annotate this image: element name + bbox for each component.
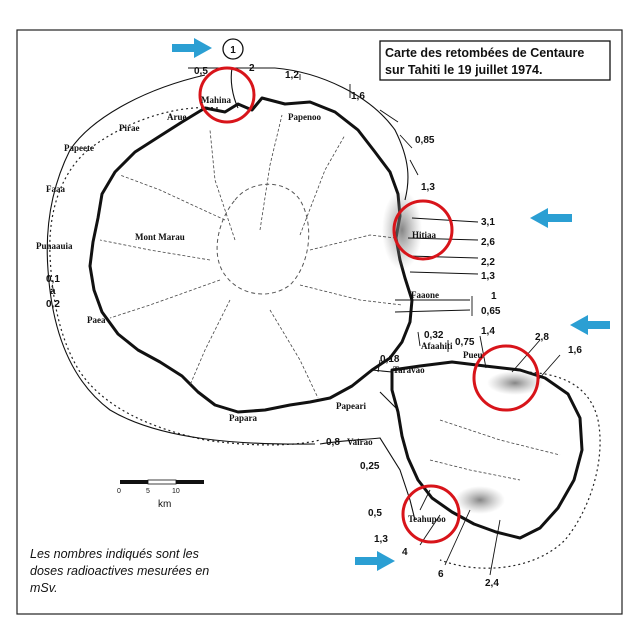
marker-circle	[222, 38, 244, 60]
dose-label: 0,18	[380, 354, 400, 365]
place-faaone: Faaone	[411, 290, 439, 300]
dose-label: 1,3	[421, 182, 435, 193]
river-network	[99, 114, 561, 481]
scale-tick: 10	[172, 488, 180, 495]
measurement-tracks	[46, 67, 561, 576]
place-paea: Paea	[87, 315, 106, 325]
scale-unit: km	[158, 499, 171, 510]
highlight-pueu	[472, 344, 540, 412]
highlight-mahina	[198, 66, 256, 124]
place-hitiaa: Hitiaa	[412, 230, 436, 240]
dose-label: 0,5	[368, 508, 382, 519]
place-mahina: Mahina	[201, 95, 232, 105]
place-afaahiti: Afaahiti	[421, 341, 453, 351]
dose-label: 0,85	[415, 135, 435, 146]
dose-label: 0,75	[455, 337, 475, 348]
dose-label: 1,6	[351, 91, 365, 102]
dose-label: 2,4	[485, 578, 499, 589]
fallout-shade-hitiaa	[382, 190, 422, 270]
arrow-icon-hitiaa	[530, 208, 572, 228]
map-frame	[16, 29, 623, 615]
dose-label: 1	[491, 291, 497, 302]
tahiti-iti-peninsula	[390, 360, 584, 540]
highlight-teahupoo	[401, 484, 461, 544]
arrow-icon-north	[172, 38, 212, 58]
scale-tick: 0	[117, 488, 121, 495]
arrow-icon-pueu	[570, 315, 610, 335]
place-teahupoo: Teahupoo	[408, 514, 446, 524]
dose-label: 2	[249, 63, 255, 74]
dose-label: à	[50, 286, 56, 297]
dose-label: 1,3	[481, 271, 495, 282]
dose-label: 2,6	[481, 237, 495, 248]
central-caldera	[216, 183, 310, 295]
fallout-shade-south	[455, 486, 505, 514]
dose-label: 1,3	[374, 534, 388, 545]
place-papenoo: Papenoo	[288, 112, 322, 122]
dose-label: 0,5	[194, 66, 208, 77]
dose-label: 1,4	[481, 326, 495, 337]
reef-line-nui	[49, 106, 321, 446]
place-papeete: Papeete	[64, 143, 94, 153]
place-pirae: Pirae	[119, 123, 140, 133]
place-arue: Arue	[167, 112, 187, 122]
note-line3: mSv.	[30, 581, 58, 595]
dose-label: 4	[402, 547, 408, 558]
dose-label: 0,8	[326, 437, 340, 448]
dose-label: 3,1	[481, 217, 495, 228]
dose-label: 1,6	[568, 345, 582, 356]
highlight-hitiaa	[392, 199, 454, 261]
scale-tick: 5	[146, 488, 150, 495]
marker-label: 1	[230, 45, 236, 56]
scale-bar	[120, 479, 204, 485]
place-taravao: Taravao	[393, 365, 425, 375]
dose-label: 0,1	[46, 274, 60, 285]
tahiti-nui-island	[88, 96, 414, 414]
fallout-shade-pueu	[487, 371, 543, 395]
place-pueu: Pueu	[463, 350, 483, 360]
place-mont-marau: Mont Marau	[135, 232, 185, 242]
note-line1: Les nombres indiqués sont les	[30, 547, 199, 561]
note-line2: doses radioactives mesurées en	[30, 564, 209, 578]
dose-label: 0,25	[360, 461, 380, 472]
map-title-line1: Carte des retombées de Centaure	[385, 46, 584, 60]
place-papara: Papara	[229, 413, 257, 423]
dose-label: 0,65	[481, 306, 501, 317]
dose-label: 0,2	[46, 299, 60, 310]
reef-line-iti	[399, 371, 601, 569]
dose-label: 2,2	[481, 257, 495, 268]
dose-label: 6	[438, 569, 444, 580]
place-punaauia: Punaauia	[36, 241, 73, 251]
dose-label: 1,2	[285, 70, 299, 81]
dose-label: 0,32	[424, 330, 444, 341]
dose-label: 2,8	[535, 332, 549, 343]
place-papeari: Papeari	[336, 401, 366, 411]
isthmus	[371, 369, 399, 411]
place-faaa: Faaa	[46, 184, 65, 194]
arrow-icon-teahupoo	[355, 551, 395, 571]
map-title-line2: sur Tahiti le 19 juillet 1974.	[385, 63, 542, 77]
map-title-box	[379, 40, 611, 81]
place-vairao: Vairao	[347, 437, 373, 447]
